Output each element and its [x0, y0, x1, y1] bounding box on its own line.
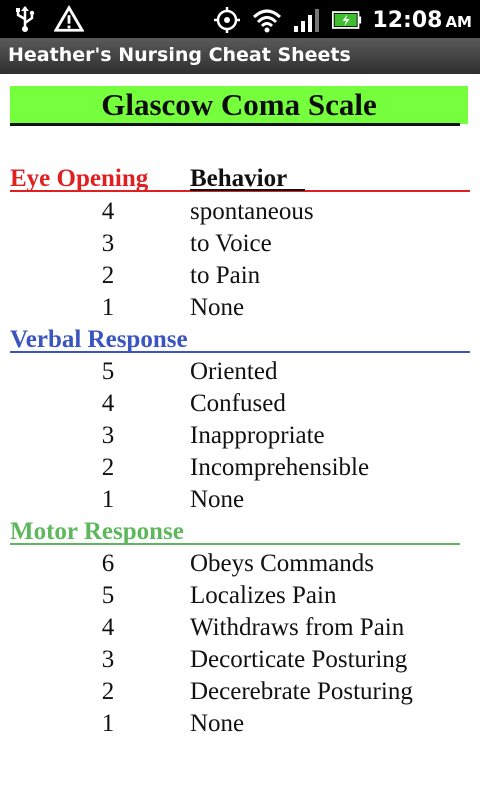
battery-icon: [332, 5, 362, 35]
behavior: Decerebrate Posturing: [190, 678, 413, 705]
score: 3: [101, 230, 115, 257]
behavior: Obeys Commands: [190, 550, 375, 577]
behavior: Confused: [190, 390, 286, 417]
sheet-title-banner: Glascow Coma Scale: [10, 86, 468, 124]
behavior: None: [190, 294, 245, 321]
table-row: 4 spontaneous: [0, 196, 480, 228]
behavior: Oriented: [190, 358, 278, 385]
score: 2: [101, 678, 115, 705]
behavior: None: [190, 710, 245, 737]
table-row: 4 Withdraws from Pain: [0, 612, 480, 644]
table-row: 5 Localizes Pain: [0, 580, 480, 612]
score: 3: [101, 646, 115, 673]
behavior: Decorticate Posturing: [190, 646, 408, 673]
behavior-underline: [190, 189, 305, 191]
table-row: 3 Decorticate Posturing: [0, 644, 480, 676]
score: 1: [101, 486, 115, 513]
table-row: 2 to Pain: [0, 260, 480, 292]
score: 5: [101, 358, 115, 385]
table-row: 5 Oriented: [0, 356, 480, 388]
eye-opening-rule: [10, 190, 470, 192]
clock-time: 12:08: [372, 7, 443, 33]
table-row: 1 None: [0, 292, 480, 324]
table-row: 1 None: [0, 708, 480, 740]
cheat-sheet-content[interactable]: Glascow Coma Scale Eye Opening Behavior …: [0, 74, 480, 800]
behavior: Localizes Pain: [190, 582, 337, 609]
table-row: 4 Confused: [0, 388, 480, 420]
table-row: 2 Incomprehensible: [0, 452, 480, 484]
behavior: to Voice: [190, 230, 272, 257]
score: 2: [101, 262, 115, 289]
section-motor-response: Motor Response: [10, 518, 184, 545]
score: 1: [101, 710, 115, 737]
motor-response-rule: [10, 543, 460, 545]
gps-icon: [212, 5, 242, 35]
verbal-response-rule: [10, 351, 470, 353]
behavior: spontaneous: [190, 198, 314, 225]
warning-icon: [54, 4, 84, 34]
table-row: 3 Inappropriate: [0, 420, 480, 452]
table-row: 6 Obeys Commands: [0, 548, 480, 580]
behavior: Incomprehensible: [190, 454, 370, 481]
title-underline: [10, 123, 460, 126]
section-verbal-response: Verbal Response: [10, 326, 188, 353]
wifi-icon: [252, 5, 282, 35]
score: 4: [101, 614, 115, 641]
table-row: 2 Decerebrate Posturing: [0, 676, 480, 708]
score: 1: [101, 294, 115, 321]
column-header-behavior: Behavior: [190, 165, 288, 192]
score: 6: [101, 550, 115, 577]
app-title: Heather's Nursing Cheat Sheets: [8, 44, 351, 66]
table-row: 1 None: [0, 484, 480, 516]
table-row: 3 to Voice: [0, 228, 480, 260]
clock-ampm: AM: [445, 12, 472, 31]
behavior: Withdraws from Pain: [190, 614, 405, 641]
sheet-title: Glascow Coma Scale: [101, 87, 377, 122]
score: 3: [101, 422, 115, 449]
score: 2: [101, 454, 115, 481]
score: 4: [101, 198, 115, 225]
behavior: to Pain: [190, 262, 261, 289]
behavior: None: [190, 486, 245, 513]
signal-icon: [292, 5, 322, 35]
usb-icon: [10, 4, 40, 34]
app-title-bar: Heather's Nursing Cheat Sheets: [0, 38, 480, 75]
status-left: [10, 4, 84, 34]
behavior: Inappropriate: [190, 422, 325, 449]
score: 5: [101, 582, 115, 609]
section-eye-opening: Eye Opening: [10, 165, 149, 192]
score: 4: [101, 390, 115, 417]
